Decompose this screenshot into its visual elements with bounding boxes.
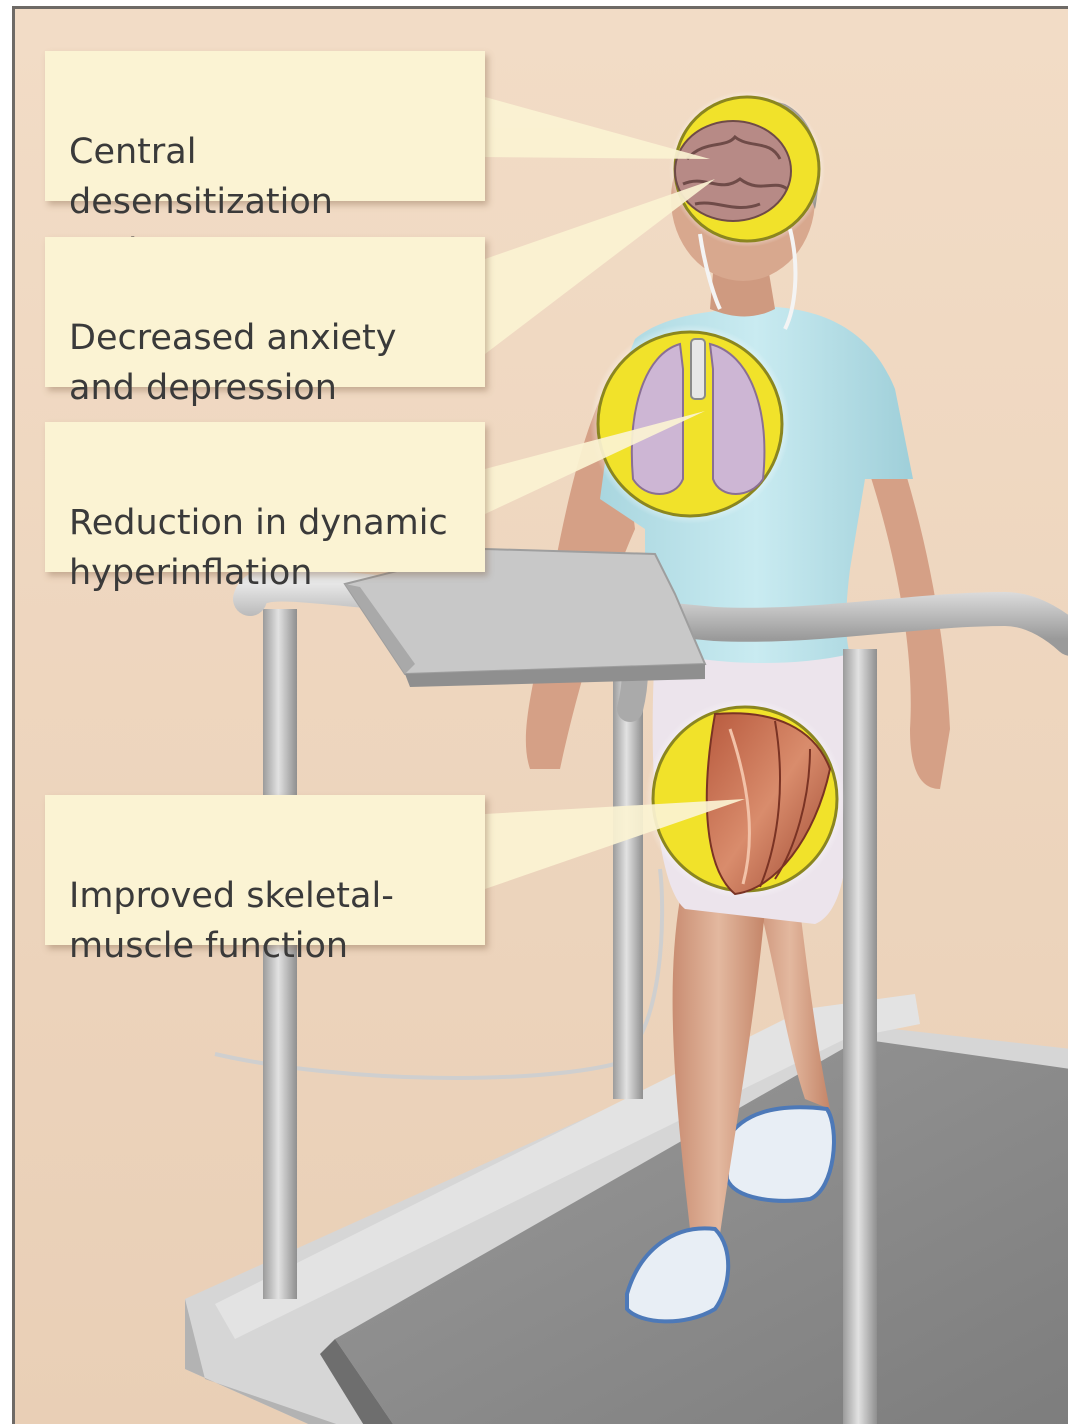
callout-text-skeletal-muscle: Improved skeletal- muscle function <box>69 876 394 966</box>
callout-box-hyperinflation: Reduction in dynamic hyperinflation <box>45 422 485 572</box>
trachea-icon <box>691 339 705 399</box>
callout-box-anxiety-depression: Decreased anxiety and depression <box>45 237 485 387</box>
callout-box-brain-dyspnea: Central desensitization to dyspnea <box>45 51 485 201</box>
illustration-frame: Central desensitization to dyspnea Decre… <box>12 6 1068 1424</box>
callout-box-skeletal-muscle: Improved skeletal- muscle function <box>45 795 485 945</box>
lungs-inset <box>590 324 790 524</box>
brain-inset <box>669 91 825 247</box>
treadmill-front-upright <box>843 649 877 1424</box>
back-shoe <box>727 1107 834 1200</box>
